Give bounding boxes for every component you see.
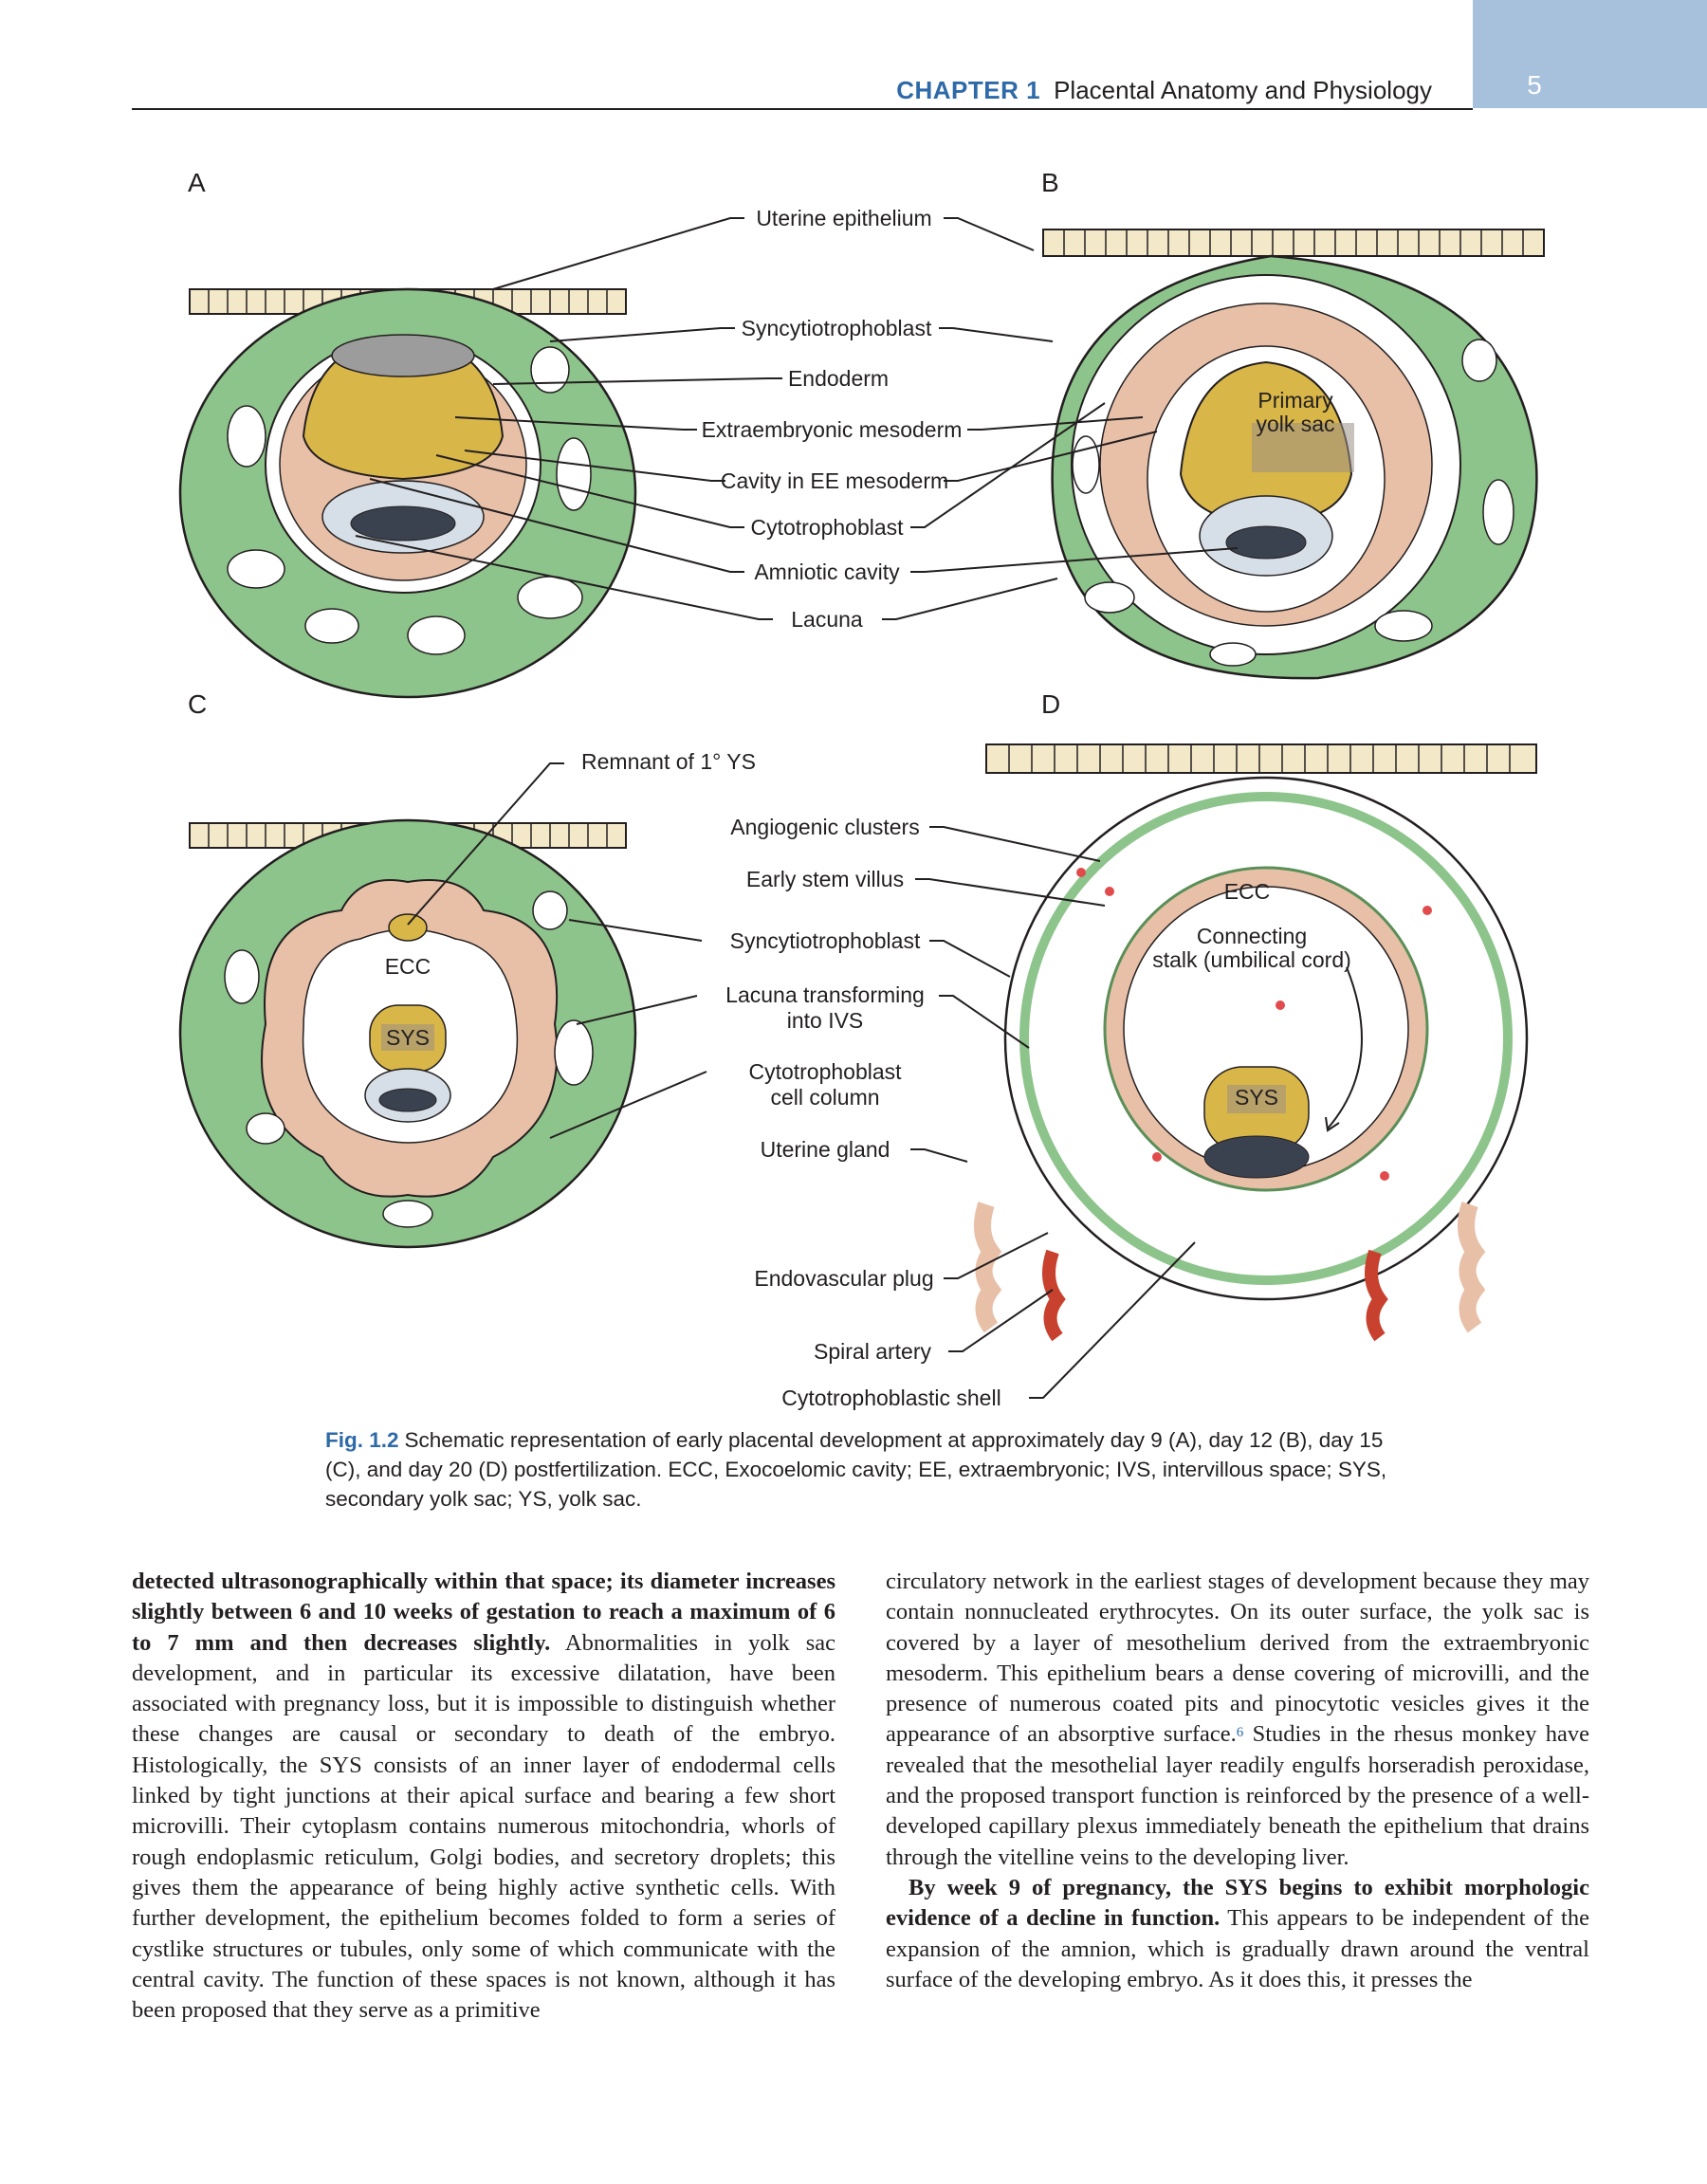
- figure-number: Fig. 1.2: [325, 1428, 399, 1452]
- right-bold-lead: By week 9 of pregnancy, the SYS begins t…: [886, 1874, 1589, 1932]
- label-remnant-ys: Remnant of 1° YS: [581, 749, 756, 774]
- label-connecting-stalk-2: stalk (umbilical cord): [1152, 947, 1351, 972]
- figure-1-2: A B C D: [152, 152, 1555, 1432]
- label-syncytiotrophoblast-cd: Syncytiotrophoblast: [730, 928, 921, 953]
- label-ecc-c: ECC: [385, 954, 431, 979]
- reference-6[interactable]: 6: [1236, 1725, 1244, 1741]
- panel-ab-labels: [355, 217, 1239, 620]
- left-paragraph: detected ultrasonographically within tha…: [132, 1567, 835, 2026]
- right-text-2: This appears to be independent of the ex…: [886, 1905, 1589, 1992]
- label-spiral-artery: Spiral artery: [814, 1339, 931, 1364]
- label-angiogenic-clusters: Angiogenic clusters: [730, 815, 919, 839]
- label-extraembryonic-mesoderm: Extraembryonic mesoderm: [702, 417, 963, 442]
- label-uterine-gland: Uterine gland: [761, 1137, 890, 1162]
- panel-a-drawing: [178, 287, 637, 699]
- label-lacuna: Lacuna: [791, 607, 863, 632]
- right-text-1b: Studies in the rhesus monkey have reveal…: [886, 1721, 1590, 1870]
- left-text: Abnormalities in yolk sac development, a…: [132, 1629, 835, 2024]
- body-column-left: detected ultrasonographically within tha…: [132, 1567, 835, 2026]
- label-cytotrophoblastic-shell: Cytotrophoblastic shell: [781, 1386, 1000, 1410]
- panel-b-letter: B: [1041, 168, 1059, 197]
- panel-d-letter: D: [1041, 689, 1060, 719]
- label-cell-column-1: Cytotrophoblast: [748, 1059, 902, 1084]
- label-primary-yolk-sac-2: yolk sac: [1256, 412, 1334, 436]
- running-header: CHAPTER 1 Placental Anatomy and Physiolog…: [896, 76, 1432, 105]
- chapter-title: Placental Anatomy and Physiology: [1054, 76, 1432, 104]
- label-cavity-ee: Cavity in EE mesoderm: [721, 468, 948, 493]
- page-number: 5: [1527, 70, 1542, 100]
- panel-d-drawing: SYS ECC Connecting stalk (umbilical cord…: [974, 743, 1537, 1342]
- label-amniotic-cavity: Amniotic cavity: [754, 560, 900, 584]
- right-paragraph-2: By week 9 of pregnancy, the SYS begins t…: [886, 1873, 1589, 1995]
- panel-a-letter: A: [188, 168, 206, 197]
- placental-development-diagram: A B C D: [178, 168, 1545, 1410]
- right-text-1a: circulatory network in the earliest stag…: [886, 1569, 1589, 1748]
- label-connecting-stalk-1: Connecting: [1197, 924, 1307, 948]
- body-column-right: circulatory network in the earliest stag…: [886, 1567, 1589, 1995]
- label-cytotrophoblast-ab: Cytotrophoblast: [750, 515, 904, 540]
- label-sys-d: SYS: [1235, 1085, 1278, 1110]
- panel-cd-labels: [407, 762, 1196, 1399]
- label-lacuna-ivs-2: into IVS: [787, 1008, 864, 1033]
- panel-b-drawing: Primary yolk sac: [1042, 229, 1545, 680]
- chapter-label: CHAPTER 1: [896, 76, 1041, 104]
- label-sys-c: SYS: [386, 1025, 430, 1050]
- label-uterine-epithelium: Uterine epithelium: [756, 206, 931, 230]
- label-ecc-d: ECC: [1224, 879, 1271, 904]
- right-paragraph-1: circulatory network in the earliest stag…: [886, 1567, 1589, 1873]
- label-primary-yolk-sac-1: Primary: [1257, 388, 1333, 413]
- left-bold-lead: detected ultrasonographically within tha…: [132, 1569, 835, 1656]
- header-rule: [132, 108, 1473, 110]
- label-early-stem-villus: Early stem villus: [746, 867, 904, 891]
- panel-c-letter: C: [188, 689, 207, 719]
- label-cell-column-2: cell column: [770, 1085, 879, 1110]
- caption-text: Schematic representation of early placen…: [325, 1428, 1387, 1511]
- label-syncytiotrophoblast-ab: Syncytiotrophoblast: [742, 316, 932, 340]
- label-lacuna-ivs-1: Lacuna transforming: [725, 982, 925, 1007]
- page-tab: [1473, 0, 1707, 108]
- panel-c-drawing: ECC SYS: [178, 818, 637, 1249]
- label-endovascular-plug: Endovascular plug: [754, 1266, 933, 1291]
- label-endoderm: Endoderm: [788, 366, 889, 391]
